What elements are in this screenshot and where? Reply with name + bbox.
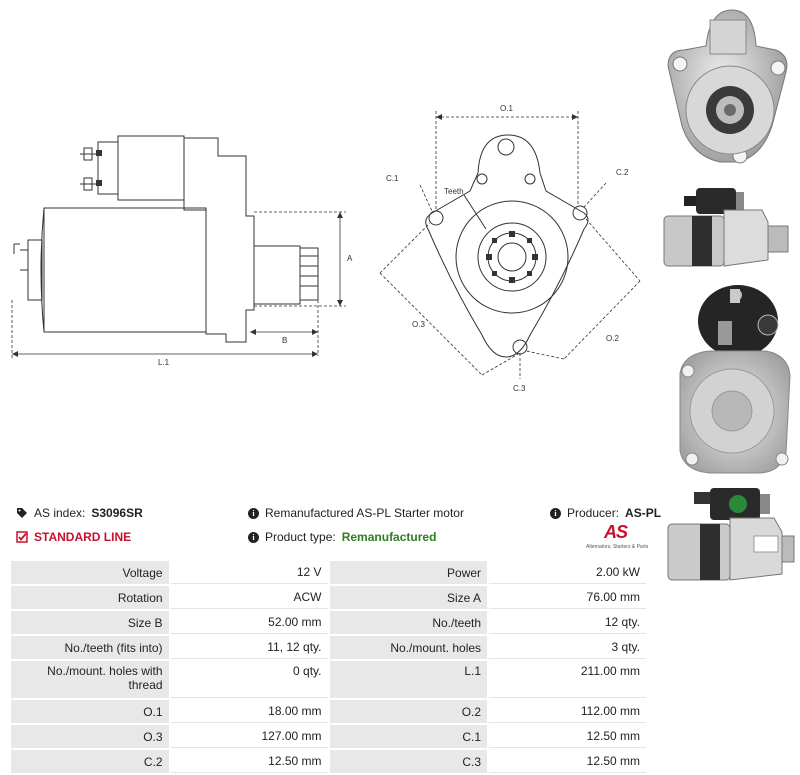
table-row: Voltage 12 V Power 2.00 kW bbox=[11, 561, 646, 584]
spec-value: 52.00 mm bbox=[170, 611, 328, 634]
spec-value: 11, 12 qty. bbox=[170, 636, 328, 659]
spec-key: C.3 bbox=[329, 750, 488, 773]
checkbox-icon bbox=[16, 531, 28, 543]
label-o1: O.1 bbox=[500, 104, 513, 113]
spec-value: 127.00 mm bbox=[170, 725, 328, 748]
spec-value: 2.00 kW bbox=[489, 561, 646, 584]
product-photo-side bbox=[663, 188, 789, 267]
spec-value: 12.50 mm bbox=[489, 725, 646, 748]
spec-value: 112.00 mm bbox=[489, 700, 646, 723]
table-row: O.1 18.00 mm O.2 112.00 mm bbox=[11, 700, 646, 723]
side-view-drawing: A B L.1 bbox=[11, 135, 353, 367]
product-type-label: Product type: bbox=[265, 530, 336, 544]
spec-key: Size A bbox=[329, 586, 488, 609]
producer-label: Producer: bbox=[567, 506, 620, 520]
label-b: B bbox=[282, 336, 287, 345]
spec-key: C.1 bbox=[329, 725, 488, 748]
table-row: Size B 52.00 mm No./teeth 12 qty. bbox=[11, 611, 646, 634]
product-description: i Remanufactured AS-PL Starter motor bbox=[248, 506, 464, 520]
as-index-value: S3096SR bbox=[91, 506, 143, 520]
label-o2: O.2 bbox=[606, 334, 619, 343]
producer-value: AS-PL bbox=[625, 506, 662, 520]
product-photo-rear bbox=[679, 285, 791, 474]
table-row: C.2 12.50 mm C.3 12.50 mm bbox=[11, 750, 646, 773]
label-teeth: Teeth bbox=[444, 187, 464, 196]
spec-value: 76.00 mm bbox=[489, 586, 646, 609]
info-icon: i bbox=[248, 531, 259, 543]
product-type-value: Remanufactured bbox=[341, 530, 437, 544]
logo-tagline: Alternators, Starters & Parts bbox=[586, 544, 649, 550]
spec-key: O.3 bbox=[11, 725, 169, 748]
spec-key: Voltage bbox=[11, 561, 169, 584]
as-index-label: AS index: bbox=[34, 506, 86, 520]
product-photo-front bbox=[667, 9, 788, 164]
label-o3: O.3 bbox=[412, 320, 425, 329]
spec-key: C.2 bbox=[11, 750, 169, 773]
producer-logo: AS Alternators, Starters & Parts bbox=[586, 522, 650, 552]
spec-key: O.2 bbox=[329, 700, 488, 723]
info-icon: i bbox=[550, 507, 561, 519]
spec-key: L.1 bbox=[329, 661, 488, 698]
description-text: Remanufactured AS-PL Starter motor bbox=[265, 506, 464, 520]
spec-key: Rotation bbox=[11, 586, 169, 609]
spec-value: 0 qty. bbox=[170, 661, 328, 698]
spec-value: 211.00 mm bbox=[489, 661, 646, 698]
spec-value: 12.50 mm bbox=[489, 750, 646, 773]
producer: i Producer: AS-PL bbox=[550, 506, 661, 520]
spec-value: ACW bbox=[170, 586, 328, 609]
product-photo-top bbox=[667, 488, 795, 581]
info-icon: i bbox=[248, 507, 259, 519]
front-view-drawing: O.1 C.1 C.2 Teeth O.3 O.2 C.3 bbox=[379, 104, 641, 393]
spec-value: 12 V bbox=[170, 561, 328, 584]
tag-icon bbox=[17, 508, 27, 518]
label-c3: C.3 bbox=[513, 384, 526, 393]
spec-key: No./mount. holes bbox=[329, 636, 488, 659]
spec-key: O.1 bbox=[11, 700, 169, 723]
spec-value: 12 qty. bbox=[489, 611, 646, 634]
table-row: Rotation ACW Size A 76.00 mm bbox=[11, 586, 646, 609]
spec-value: 3 qty. bbox=[489, 636, 646, 659]
spec-key: Size B bbox=[11, 611, 169, 634]
spec-key: No./teeth (fits into) bbox=[11, 636, 169, 659]
table-row: O.3 127.00 mm C.1 12.50 mm bbox=[11, 725, 646, 748]
spec-key: Power bbox=[329, 561, 488, 584]
standard-line-text: STANDARD LINE bbox=[34, 530, 132, 544]
standard-line: STANDARD LINE bbox=[16, 530, 131, 544]
label-c2: C.2 bbox=[616, 168, 629, 177]
table-row: No./mount. holes with thread 0 qty. L.1 … bbox=[11, 661, 646, 698]
table-row: No./teeth (fits into) 11, 12 qty. No./mo… bbox=[11, 636, 646, 659]
label-c1: C.1 bbox=[386, 174, 399, 183]
spec-value: 18.00 mm bbox=[170, 700, 328, 723]
spec-key: No./teeth bbox=[329, 611, 488, 634]
label-l1: L.1 bbox=[158, 358, 170, 367]
product-type: i Product type: Remanufactured bbox=[248, 530, 436, 544]
as-index: AS index: S3096SR bbox=[16, 506, 143, 520]
logo-mark: AS bbox=[604, 522, 628, 542]
spec-table: Voltage 12 V Power 2.00 kW Rotation ACW … bbox=[9, 559, 648, 775]
spec-key: No./mount. holes with thread bbox=[11, 661, 169, 698]
spec-value: 12.50 mm bbox=[170, 750, 328, 773]
label-a: A bbox=[347, 254, 353, 263]
